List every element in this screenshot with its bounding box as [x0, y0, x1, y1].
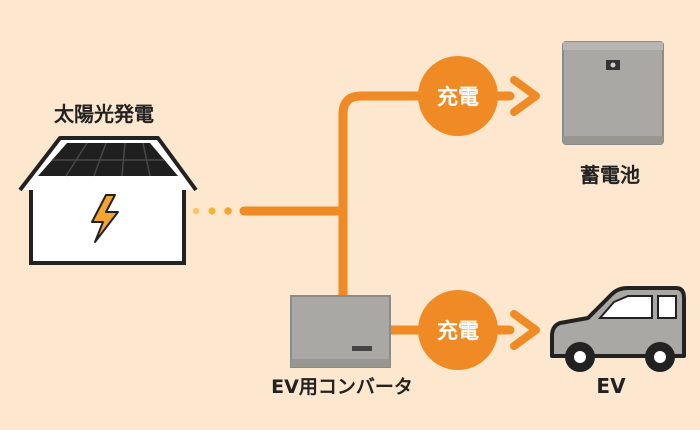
solar-house-icon: [18, 136, 198, 265]
battery-label: 蓄電池: [580, 163, 640, 187]
solar-panel-grid: [52, 142, 164, 177]
dotted-connector: [192, 207, 232, 215]
arrow-to-battery-icon: [510, 76, 540, 116]
charge-badge-bottom-label: 充電: [437, 319, 479, 343]
home-battery-icon: [562, 41, 664, 145]
vertical-feed-line: [338, 91, 515, 300]
solar-label: 太陽光発電: [54, 102, 154, 126]
arrowheads: [510, 76, 540, 350]
charge-badge-top-label: 充電: [437, 85, 479, 109]
arrow-to-ev-icon: [510, 310, 540, 350]
charge-badge-top: 充電: [418, 56, 498, 136]
ev-label: EV: [596, 374, 626, 398]
car-icon: [550, 286, 686, 372]
ev-converter-icon: [290, 295, 391, 368]
converter-label: EV用コンバータ: [271, 376, 413, 398]
lightning-bolt-icon: [91, 194, 119, 243]
charge-badge-bottom: 充電: [418, 290, 498, 370]
